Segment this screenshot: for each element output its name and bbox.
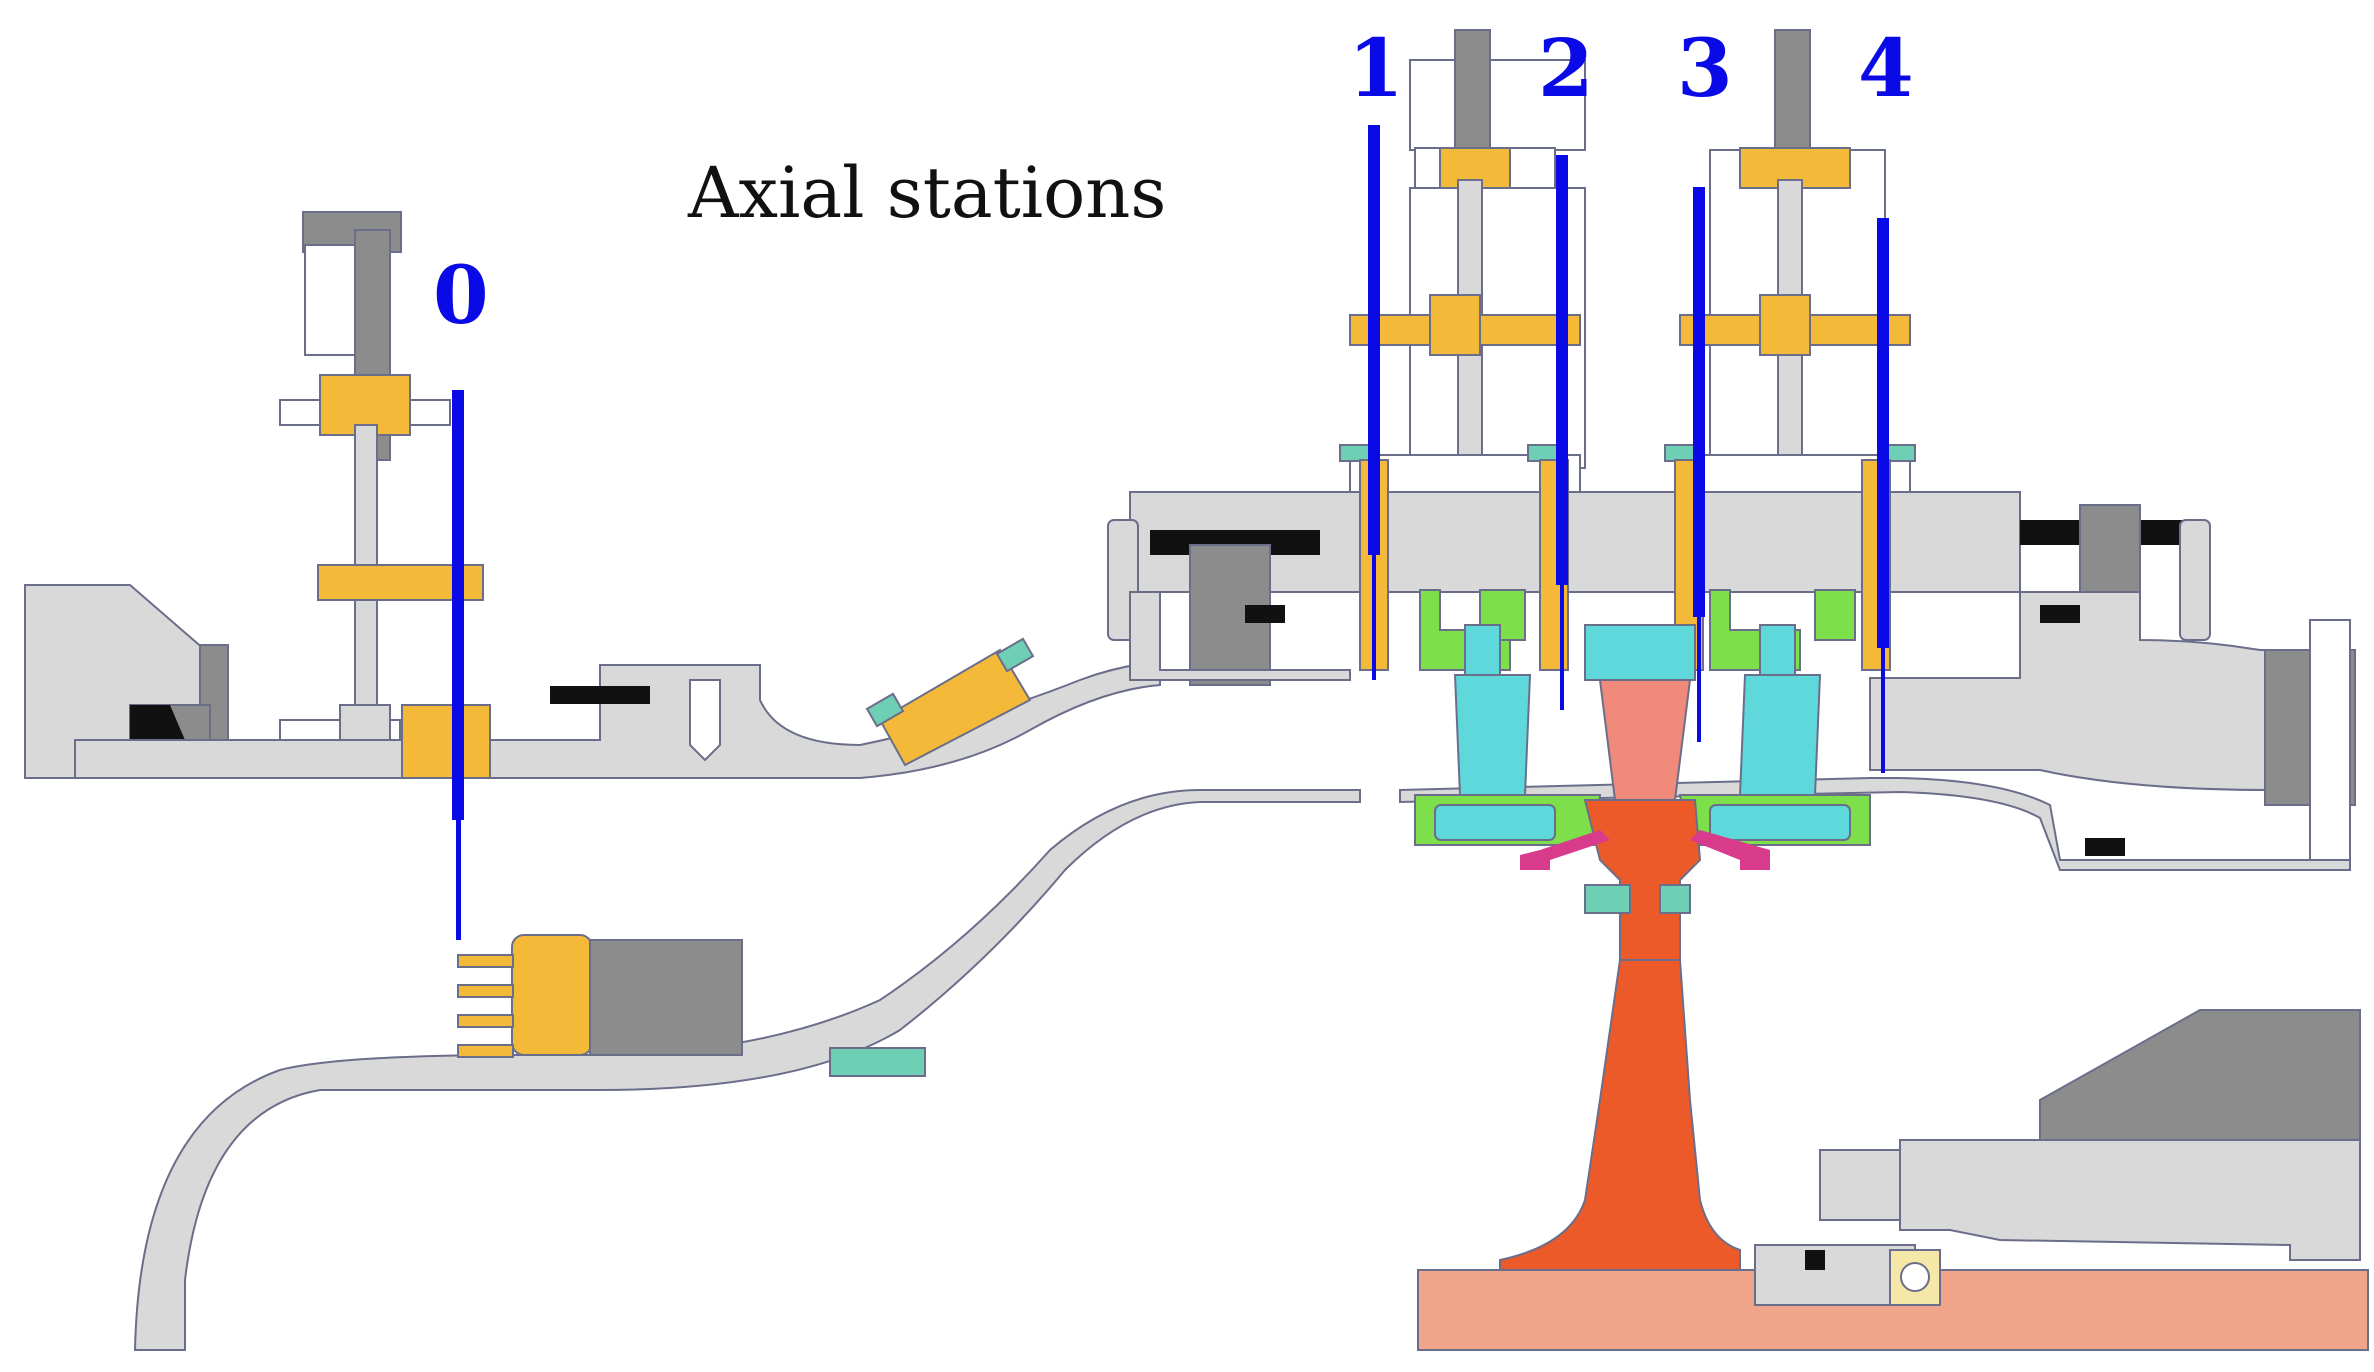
pin-connectors (457, 954, 514, 1058)
probe-station-2 (1556, 155, 1568, 710)
probe-station-1 (1368, 125, 1380, 680)
probe-station-4 (1877, 218, 1889, 773)
station-label-2: 2 (1538, 21, 1594, 115)
stator-vane-1 (1414, 624, 1602, 846)
traverse-housing-1-2 (1339, 29, 1586, 493)
inlet-duct (133, 789, 1361, 1351)
station-label-0: 0 (433, 248, 489, 342)
diagram-title: Axial stations (688, 152, 1167, 234)
stator-vane-2 (1678, 624, 1871, 846)
probe-station-3 (1693, 187, 1705, 742)
station-label-4: 4 (1858, 21, 1914, 115)
rotor-disk (1499, 799, 1770, 1301)
station-label-1: 1 (1348, 21, 1404, 115)
shaft-assembly (1417, 1009, 2369, 1351)
traverse-housing-3-4 (1664, 29, 1916, 493)
traverse-station-0 (279, 211, 484, 741)
probe-station-0 (452, 390, 464, 940)
inlet-housing (24, 584, 1161, 779)
rotor-blade (1584, 624, 1696, 801)
station-label-3: 3 (1677, 21, 1733, 115)
